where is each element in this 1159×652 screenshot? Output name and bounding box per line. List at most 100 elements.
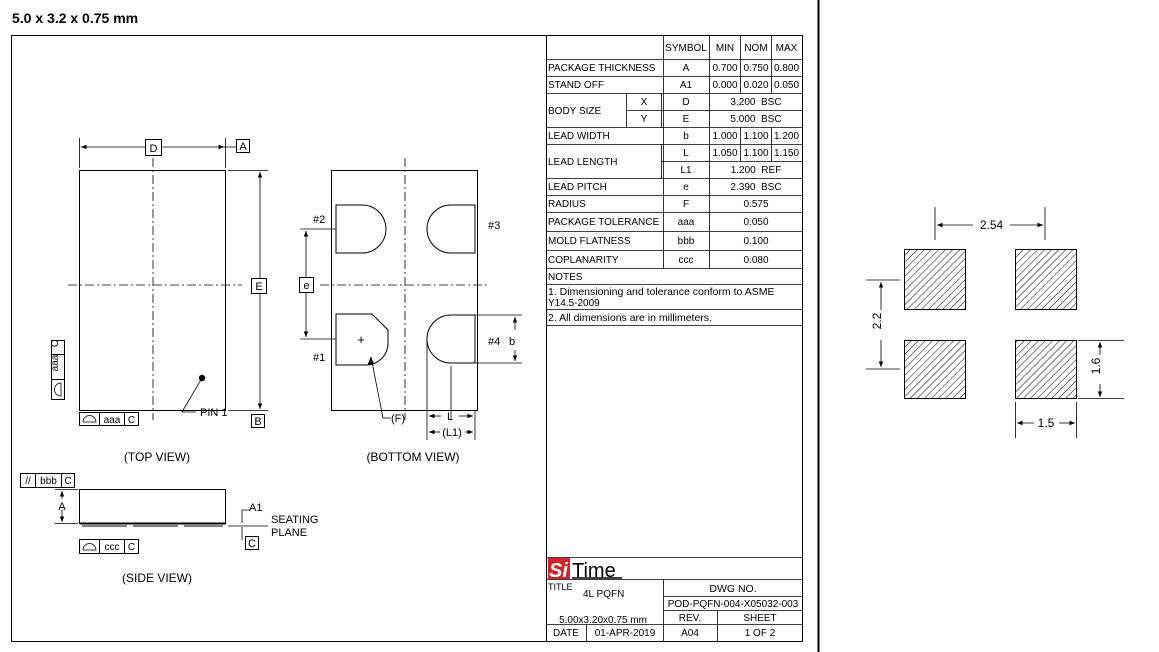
land-pad-bottom-right bbox=[1015, 340, 1077, 399]
row-standoff-min: 0.000 bbox=[712, 80, 737, 91]
row-coplanarity-symbol: ccc bbox=[679, 255, 694, 266]
fcf-aaa-bottom-datum: C bbox=[128, 415, 135, 426]
col-max: MAX bbox=[776, 43, 798, 54]
pad-3-label: #3 bbox=[488, 220, 500, 232]
pad-4-label: #4 bbox=[488, 336, 500, 348]
land-pad-width: 1.5 bbox=[1038, 416, 1055, 430]
fcf-ccc-datum: C bbox=[128, 542, 135, 553]
row-standoff-label: STAND OFF bbox=[548, 80, 604, 91]
fcf-aaa-bottom-text: aaa bbox=[104, 415, 121, 426]
sitime-logo-red-box bbox=[548, 558, 570, 579]
row-width-max: 1.200 bbox=[774, 131, 799, 142]
row-width-min: 1.000 bbox=[712, 131, 737, 142]
side-view: // bbb C A A1 C SEATING PLANE ccc C (SID… bbox=[20, 473, 318, 585]
fcf-parallel-symbol: // bbox=[25, 476, 31, 487]
package-size-heading: 5.0 x 3.2 x 0.75 mm bbox=[12, 10, 139, 26]
row-width-nom: 1.100 bbox=[743, 131, 768, 142]
pin1-label: PIN 1 bbox=[200, 407, 228, 419]
col-nom: NOM bbox=[744, 43, 767, 54]
fcf-bbb-text: bbb bbox=[40, 476, 57, 487]
dwg-value: POD-PQFN-004-X05032-003 bbox=[668, 599, 799, 610]
row-length-nom: 1.100 bbox=[743, 148, 768, 159]
row-width-symbol: b bbox=[683, 131, 689, 142]
row-length-l1val: 1.200 REF bbox=[731, 165, 782, 176]
row-tolerance-label: PACKAGE TOLERANCE bbox=[548, 217, 659, 228]
row-tolerance-symbol: aaa bbox=[678, 217, 695, 228]
dim-l-label: L bbox=[447, 411, 453, 423]
note-2: 2. All dimensions are in millimeters. bbox=[548, 312, 712, 324]
pad-4 bbox=[426, 314, 476, 364]
title-block: Si Time TITLE 4L PQFN DWG NO. POD-PQFN-0… bbox=[546, 557, 802, 641]
pad-1-plus: + bbox=[357, 332, 365, 347]
row-length-l1: L1 bbox=[680, 165, 692, 176]
row-radius-symbol: F bbox=[683, 199, 689, 210]
land-pad-top-left bbox=[904, 249, 966, 310]
row-thickness-nom: 0.750 bbox=[743, 63, 768, 74]
dim-l1-label: (L1) bbox=[442, 427, 462, 439]
sitime-logo-si: Si bbox=[549, 560, 568, 582]
date-label: DATE bbox=[553, 628, 579, 639]
pad-1-label: #1 bbox=[313, 352, 325, 364]
row-body-label: BODY SIZE bbox=[548, 106, 601, 117]
pad-3 bbox=[426, 204, 476, 254]
row-standoff-max: 0.050 bbox=[774, 80, 799, 91]
pad-2 bbox=[335, 204, 387, 254]
notes-title: NOTES bbox=[548, 272, 583, 283]
dim-d-label: D bbox=[150, 143, 158, 155]
row-tolerance-value: 0.050 bbox=[743, 217, 768, 228]
top-view: D A E B PIN 1 aaa C aaa C (TOP VIEW) bbox=[50, 138, 268, 464]
col-min: MIN bbox=[716, 43, 734, 54]
dim-e-pitch-label: e bbox=[303, 280, 309, 292]
row-pitch-label: LEAD PITCH bbox=[548, 182, 607, 193]
row-length-l: L bbox=[683, 148, 689, 159]
row-length-min: 1.050 bbox=[712, 148, 737, 159]
land-pad-bottom-left bbox=[904, 340, 966, 399]
bottom-view-body bbox=[331, 170, 478, 411]
bottom-view: + #2 #3 #1 #4 e b (F) L (L1) (BOTTOM VIE… bbox=[299, 158, 522, 464]
land-pattern: 2.54 2.2 1.6 1.5 bbox=[866, 207, 1124, 438]
sitime-logo-time: Time bbox=[572, 560, 616, 582]
seating-plane-label-2: PLANE bbox=[271, 527, 307, 539]
row-flatness-label: MOLD FLATNESS bbox=[548, 236, 631, 247]
dim-b-label: b bbox=[509, 336, 515, 348]
row-body-eval: 5.000 BSC bbox=[730, 114, 781, 125]
bottom-view-caption: (BOTTOM VIEW) bbox=[366, 450, 459, 464]
rev-label: REV. bbox=[679, 613, 701, 624]
col-symbol: SYMBOL bbox=[665, 43, 707, 54]
row-radius-label: RADIUS bbox=[548, 199, 586, 210]
top-view-body bbox=[79, 170, 226, 411]
datum-c-label: C bbox=[248, 538, 256, 550]
row-pitch-symbol: e bbox=[683, 182, 689, 193]
dim-f-label: (F) bbox=[391, 413, 405, 425]
top-view-caption: (TOP VIEW) bbox=[124, 450, 190, 464]
dim-a1-label: A1 bbox=[249, 502, 262, 514]
row-width-label: LEAD WIDTH bbox=[548, 131, 610, 142]
land-pad-height: 1.6 bbox=[1089, 357, 1103, 374]
sheet-value: 1 OF 2 bbox=[745, 628, 776, 639]
row-length-max: 1.150 bbox=[774, 148, 799, 159]
note-1b: Y14.5-2009 bbox=[548, 298, 600, 309]
fcf-ccc-text: ccc bbox=[105, 542, 120, 553]
size-value: 5.00x3.20x0.75 mm bbox=[559, 615, 647, 626]
row-thickness-max: 0.800 bbox=[774, 63, 799, 74]
pad-1 bbox=[335, 313, 389, 366]
seating-plane-label-1: SEATING bbox=[271, 514, 318, 526]
land-pitch-y: 2.2 bbox=[870, 312, 884, 329]
row-standoff-symbol: A1 bbox=[680, 80, 693, 91]
rev-value: A04 bbox=[681, 628, 699, 639]
row-body-x: X bbox=[641, 97, 648, 108]
row-pitch-value: 2.390 BSC bbox=[730, 182, 781, 193]
pad-2-label: #2 bbox=[313, 214, 325, 226]
date-value: 01-APR-2019 bbox=[595, 628, 656, 639]
side-view-body bbox=[79, 489, 226, 524]
row-thickness-label: PACKAGE THICKNESS bbox=[548, 63, 656, 74]
dim-a-label: A bbox=[58, 501, 66, 513]
dwg-label: DWG NO. bbox=[709, 583, 756, 595]
row-thickness-min: 0.700 bbox=[712, 63, 737, 74]
datum-a-label: A bbox=[239, 141, 247, 153]
fcf-aaa-left-text: aaa bbox=[50, 354, 61, 371]
note-1a: 1. Dimensioning and tolerance conform to… bbox=[548, 286, 774, 298]
land-pitch-x: 2.54 bbox=[980, 218, 1004, 232]
datum-b-label: B bbox=[254, 416, 261, 428]
